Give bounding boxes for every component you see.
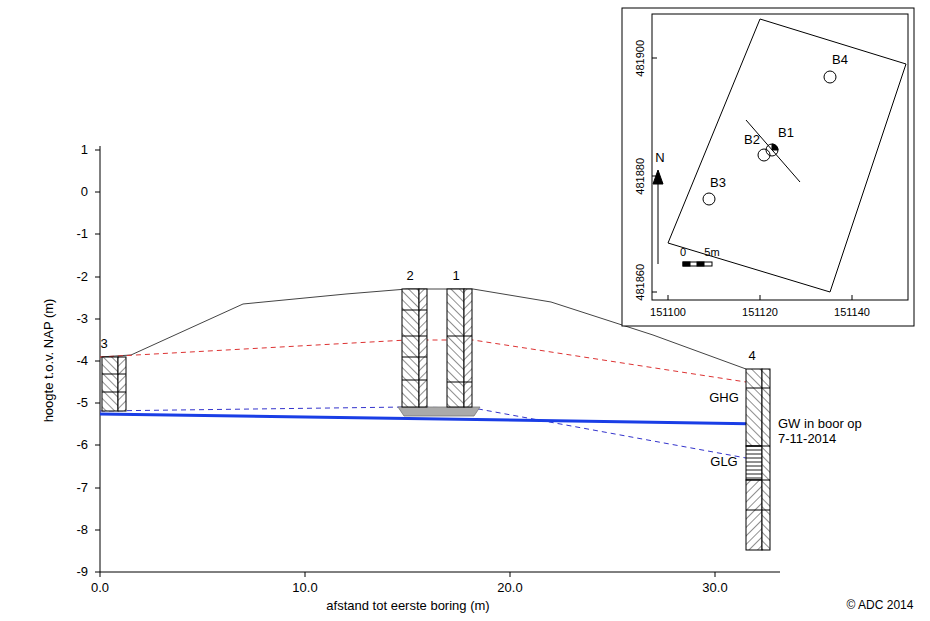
label: 3	[100, 337, 107, 352]
location-inset	[622, 8, 914, 326]
label: -8	[76, 523, 88, 538]
label: B2	[744, 133, 760, 148]
label: N	[655, 151, 664, 166]
label: 1	[452, 269, 459, 284]
lens	[398, 407, 480, 416]
label: -7	[76, 481, 88, 496]
label: GW in boor op 7-11-2014	[778, 417, 862, 447]
label: B1	[778, 126, 794, 141]
label: -5	[76, 396, 88, 411]
label: 481880	[634, 158, 647, 195]
label: B3	[710, 176, 726, 191]
label: 0	[81, 185, 88, 200]
label: -1	[76, 227, 88, 242]
label: -2	[76, 270, 88, 285]
label: B4	[832, 53, 848, 68]
label: 151140	[834, 306, 870, 319]
label: 20.0	[497, 581, 522, 596]
label: 5m	[704, 246, 719, 259]
label: 0.0	[91, 581, 109, 596]
label: GHG	[709, 391, 739, 406]
label: 30.0	[702, 581, 727, 596]
borehole-3	[102, 357, 126, 411]
label: 0	[680, 246, 686, 259]
label: afstand tot eerste boring (m)	[326, 599, 489, 614]
label: 1	[81, 143, 88, 158]
label: -6	[76, 438, 88, 453]
label: 481860	[634, 264, 647, 301]
label: 4	[748, 349, 755, 364]
label: -3	[76, 312, 88, 327]
label: GLG	[710, 455, 737, 470]
label: © ADC 2014	[847, 599, 914, 613]
label: 151120	[742, 306, 778, 319]
label: -4	[76, 354, 88, 369]
label: 151100	[650, 306, 686, 319]
borehole-2	[402, 289, 427, 407]
label: 10.0	[292, 581, 317, 596]
borehole-1	[447, 289, 472, 407]
label: 481900	[634, 40, 647, 77]
borehole-4	[746, 369, 770, 550]
label: hoogte t.o.v. NAP (m)	[43, 298, 58, 422]
label: -9	[76, 565, 88, 580]
label: 2	[406, 269, 413, 284]
